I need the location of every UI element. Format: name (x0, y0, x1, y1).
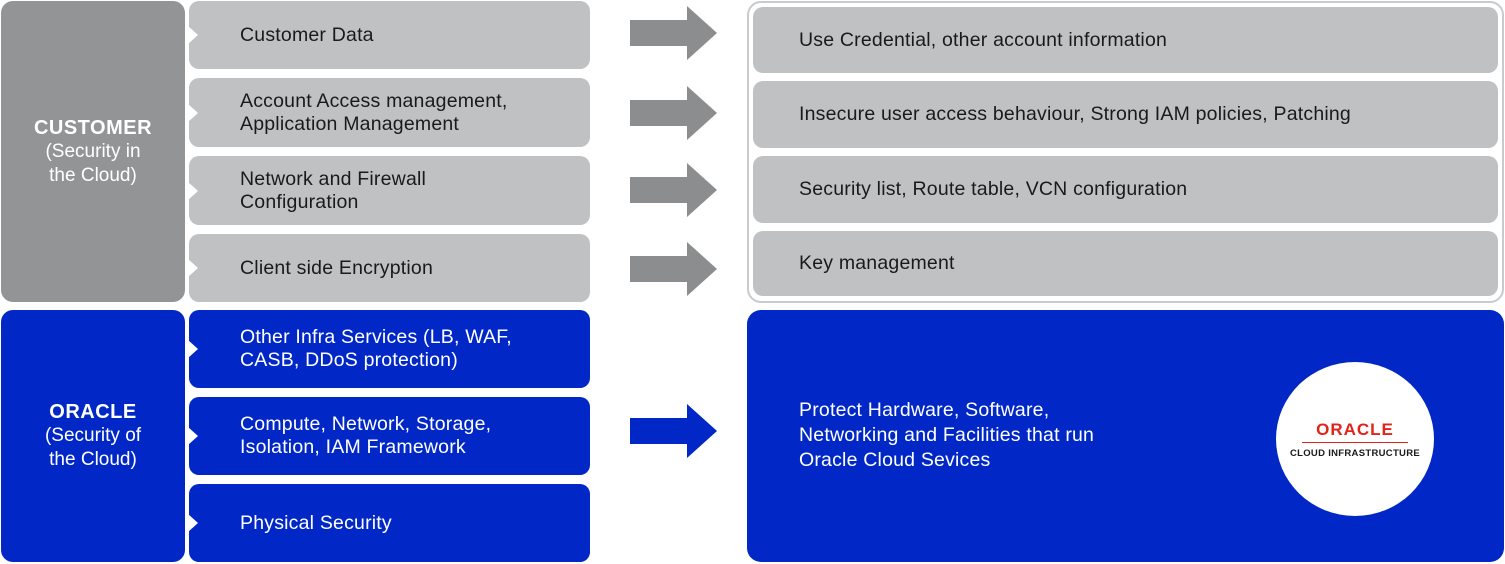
responsibility-label: Use Credential, other account informatio… (799, 28, 1168, 51)
customer-item-account-access: Account Access management, Application M… (188, 78, 590, 147)
customer-subtitle-line-2: the Cloud) (49, 164, 137, 186)
customer-title: CUSTOMER (33, 116, 153, 139)
item-label-line-1: Physical Security (240, 511, 392, 534)
oracle-responsibility-text: Protect Hardware, Software, Networking a… (799, 398, 1219, 473)
customer-responsibility-keys: Key management (753, 231, 1498, 296)
oracle-subtitle-line-1: (Security of (44, 425, 142, 446)
responsibility-label: Insecure user access behaviour, Strong I… (799, 103, 1351, 125)
item-label-line-1: Customer Data (240, 23, 374, 46)
customer-subtitle-line-1: (Security in (45, 140, 141, 162)
item-label-line-2: Application Management (240, 112, 460, 135)
oracle-item-physical-security: Physical Security (188, 484, 590, 562)
item-label-line-1: Compute, Network, Storage, (240, 413, 492, 435)
notch-marker (188, 26, 198, 44)
customer-label: CUSTOMER (Security in the Cloud) (1, 1, 185, 302)
oracle-title: ORACLE (49, 401, 137, 423)
notch-marker (188, 514, 198, 532)
notch-marker (188, 103, 198, 122)
item-label-line-1: Account Access management, (240, 89, 508, 112)
item-label-line-2: CASB, DDoS protection) (240, 349, 458, 371)
item-label-line-1: Network and Firewall (240, 167, 427, 190)
oracle-text-line-3: Oracle Cloud Sevices (799, 449, 991, 471)
oracle-cloud-logo: ORACLE CLOUD INFRASTRUCTURE (1276, 362, 1434, 516)
item-label-line-2: Configuration (240, 190, 359, 213)
notch-marker (188, 427, 198, 445)
oracle-text-line-2: Networking and Facilities that run (799, 424, 1095, 446)
customer-item-customer-data: Customer Data (188, 1, 590, 69)
notch-marker (188, 181, 198, 200)
item-label-line-2: Isolation, IAM Framework (240, 436, 466, 458)
item-label-line-1: Client side Encryption (240, 256, 433, 279)
customer-responsibility-iam: Insecure user access behaviour, Strong I… (753, 81, 1498, 148)
oracle-label: ORACLE (Security of the Cloud) (1, 310, 185, 562)
notch-marker (188, 340, 198, 358)
oracle-logo-wordmark: ORACLE (1302, 420, 1408, 443)
notch-marker (188, 259, 198, 277)
oracle-item-infra-services: Other Infra Services (LB, WAF, CASB, DDo… (188, 310, 590, 388)
oracle-logo-subtitle: CLOUD INFRASTRUCTURE (1289, 447, 1421, 459)
responsibility-label: Key management (799, 252, 955, 274)
item-label-line-1: Other Infra Services (LB, WAF, (240, 326, 512, 348)
customer-responsibility-network: Security list, Route table, VCN configur… (753, 156, 1498, 223)
customer-item-network-firewall: Network and Firewall Configuration (188, 156, 590, 225)
customer-item-client-encryption: Client side Encryption (188, 234, 590, 302)
responsibility-label: Security list, Route table, VCN configur… (799, 178, 1188, 200)
oracle-text-line-1: Protect Hardware, Software, (799, 399, 1050, 421)
oracle-item-compute-network: Compute, Network, Storage, Isolation, IA… (188, 397, 590, 475)
customer-responsibility-credentials: Use Credential, other account informatio… (753, 7, 1498, 73)
customer-responsibilities-frame (747, 1, 1504, 303)
oracle-subtitle-line-2: the Cloud) (49, 449, 137, 470)
